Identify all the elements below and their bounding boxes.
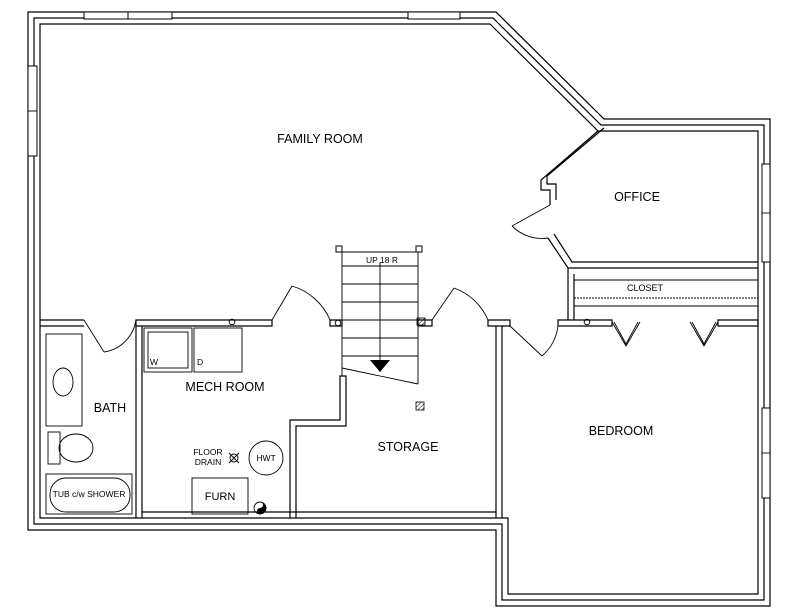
room-label-closet: CLOSET [627,283,664,293]
washer-label: W [150,357,158,367]
exterior-walls [27,11,771,607]
windows [27,11,771,499]
floor-drain-label-1: FLOOR [193,447,222,457]
dryer-label: D [197,357,203,367]
stairs-label: UP 18 R [366,255,398,265]
hwt-label: HWT [256,453,275,463]
interior-walls [40,127,759,518]
room-label-mech-room: MECH ROOM [185,380,264,394]
room-label-bedroom: BEDROOM [589,424,654,438]
tub-label: TUB c/w SHOWER [53,489,126,499]
doors [83,204,719,357]
floor-drain-label-2: DRAIN [195,457,221,467]
room-label-bath: BATH [94,401,126,415]
room-label-family-room: FAMILY ROOM [277,132,363,146]
stairs [335,245,423,385]
room-label-storage: STORAGE [378,440,439,454]
furnace-label: FURN [205,491,236,503]
fixtures [45,317,591,515]
room-label-office: OFFICE [614,190,660,204]
